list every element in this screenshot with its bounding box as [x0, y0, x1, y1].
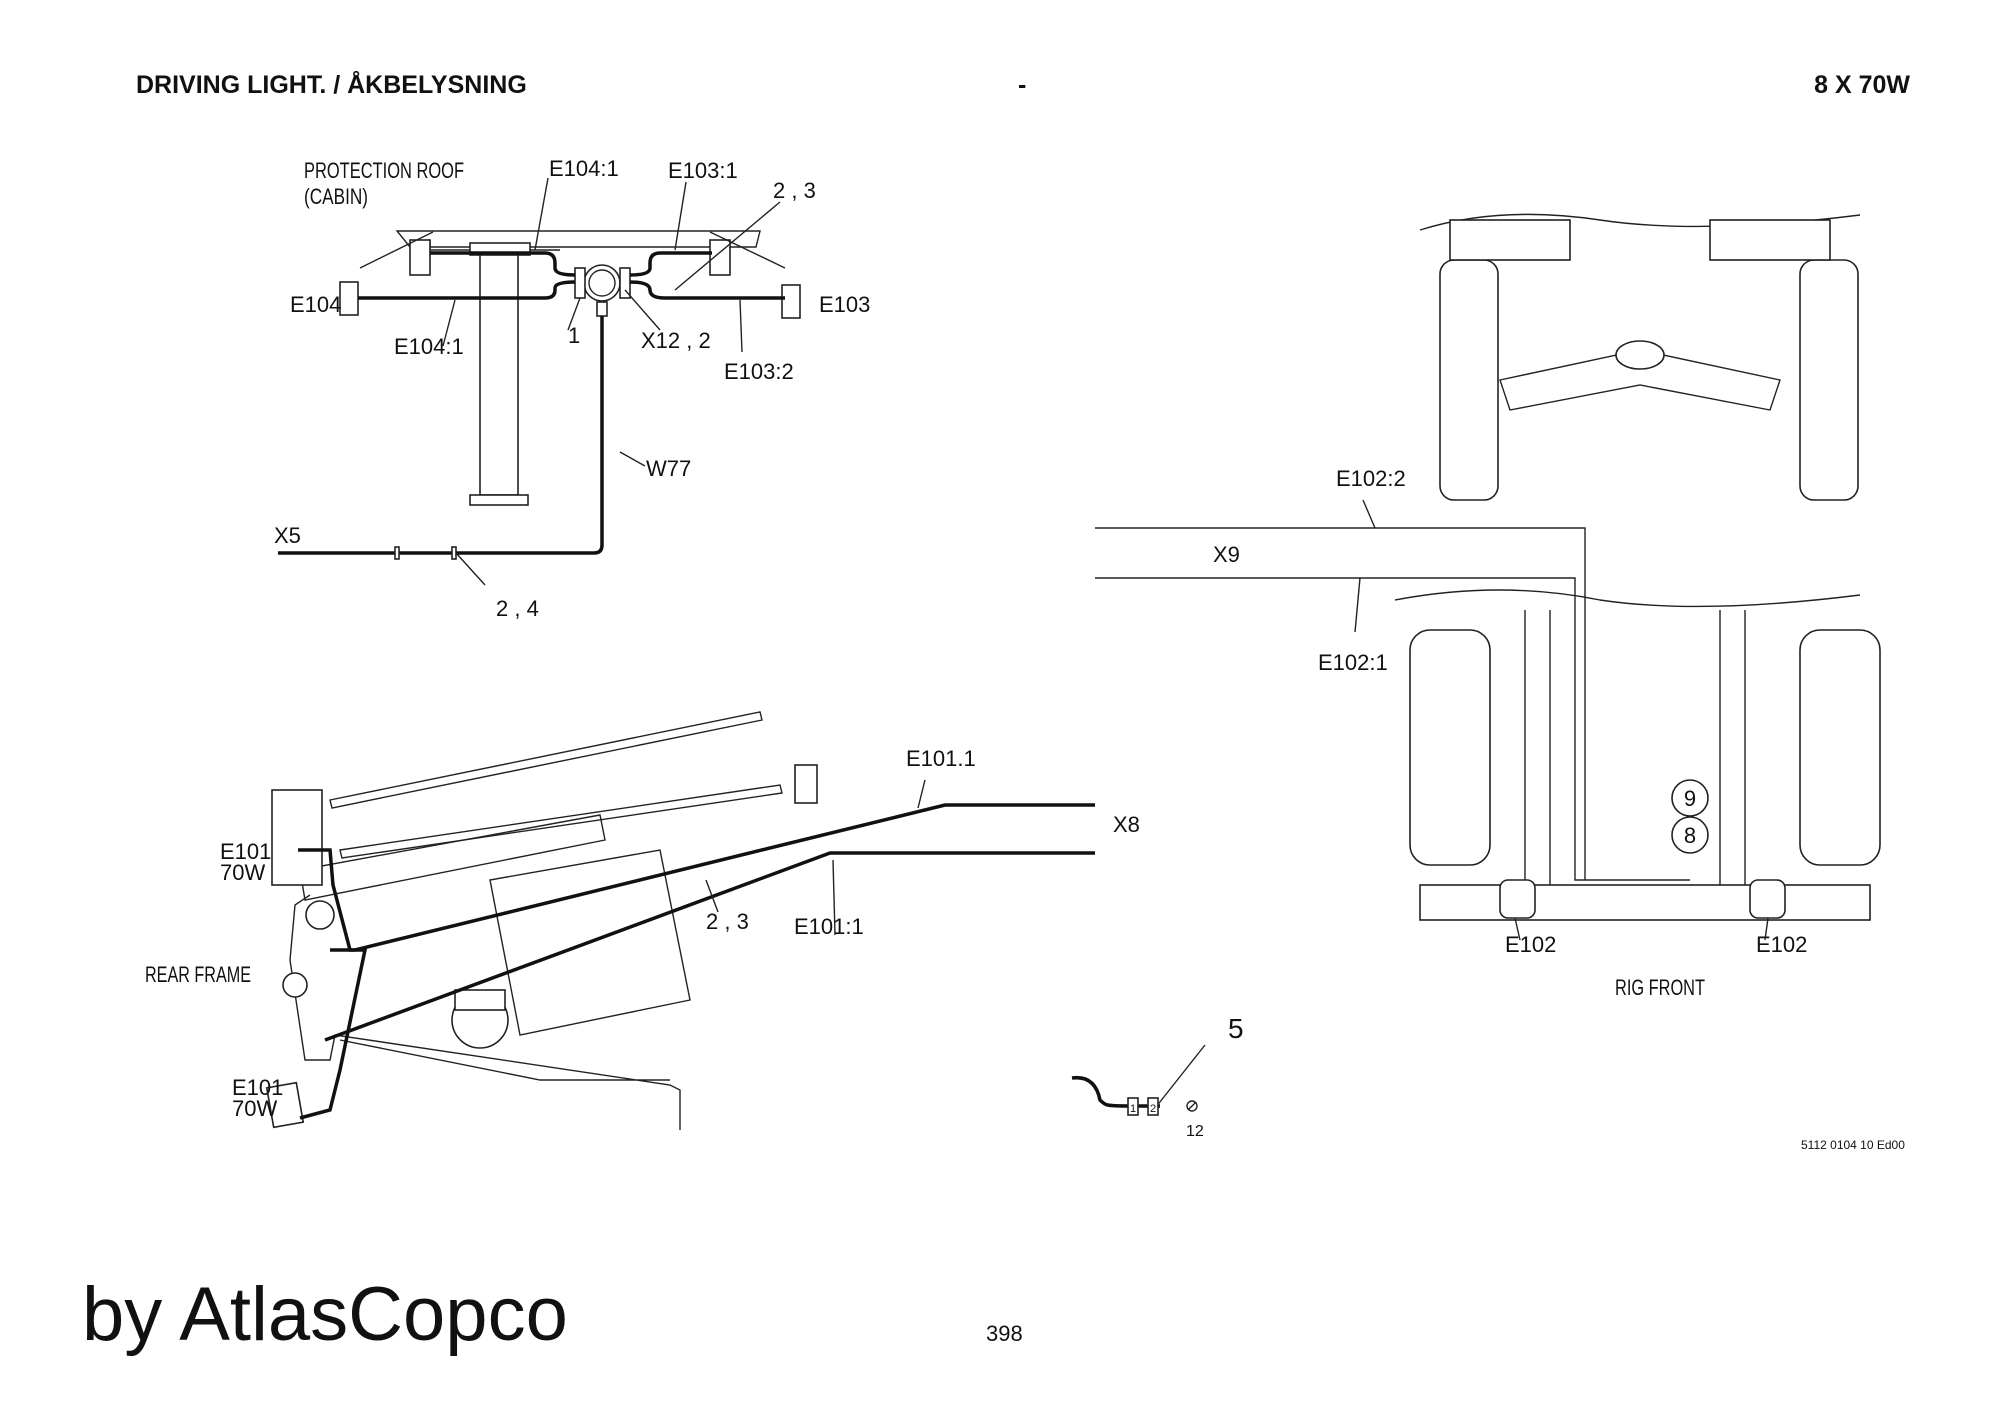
label-2-4: 2 , 4	[496, 596, 539, 621]
rig-front-drawing	[1095, 213, 1881, 1113]
label-e102-2: E102:2	[1336, 466, 1406, 491]
label-2-3-rear: 2 , 3	[706, 909, 749, 934]
label-70w-bottom: 70W	[232, 1096, 277, 1121]
brand-watermark: by AtlasCopco	[82, 1272, 568, 1357]
label-e101-1: E101:1	[794, 914, 864, 939]
label-e101-top: E101	[220, 839, 271, 864]
label-x9: X9	[1213, 542, 1240, 567]
label-e102-1: E102:1	[1318, 650, 1388, 675]
rig-front-title: RIG FRONT	[1615, 975, 1705, 1000]
label-x12-2: X12 , 2	[641, 328, 711, 353]
label-2-3-roof: 2 , 3	[773, 178, 816, 203]
page-title: DRIVING LIGHT. / ÅKBELYSNING	[136, 70, 527, 99]
callout-8: 8	[1684, 823, 1696, 848]
callout-5: 5	[1228, 1013, 1244, 1044]
roof-title-line1: PROTECTION ROOF	[304, 158, 464, 183]
label-e104-1-top: E104:1	[549, 156, 619, 181]
label-e103-2: E103:2	[724, 359, 794, 384]
header-separator: -	[1018, 71, 1026, 99]
label-e104-1-bottom: E104:1	[394, 334, 464, 359]
label-e102-left: E102	[1505, 932, 1556, 957]
header-rating: 8 X 70W	[1814, 71, 1910, 99]
label-e101-1-dot: E101.1	[906, 746, 976, 771]
label-e104: E104	[290, 292, 341, 317]
protection-roof-drawing	[278, 177, 801, 586]
connector-detail	[1071, 1075, 1198, 1116]
callout-9: 9	[1684, 786, 1696, 811]
label-e103-1: E103:1	[668, 158, 738, 183]
label-e103: E103	[819, 292, 870, 317]
connector-pin-2: 2	[1150, 1103, 1156, 1115]
roof-title-line2: (CABIN)	[304, 184, 368, 209]
label-e102-right: E102	[1756, 932, 1807, 957]
rear-frame-title: REAR FRAME	[145, 962, 251, 987]
label-1: 1	[568, 323, 580, 348]
label-70w-top: 70W	[220, 860, 265, 885]
label-x8: X8	[1113, 812, 1140, 837]
drawing-number: 5112 0104 10 Ed00	[1801, 1138, 1905, 1152]
connector-pin-1: 1	[1130, 1103, 1136, 1115]
rear-frame-drawing	[265, 711, 1095, 1130]
label-w77: W77	[646, 456, 691, 481]
page-number: 398	[986, 1321, 1023, 1346]
label-e101-bottom: E101	[232, 1075, 283, 1100]
ground-ref-12: 12	[1186, 1123, 1204, 1140]
label-x5: X5	[274, 523, 301, 548]
